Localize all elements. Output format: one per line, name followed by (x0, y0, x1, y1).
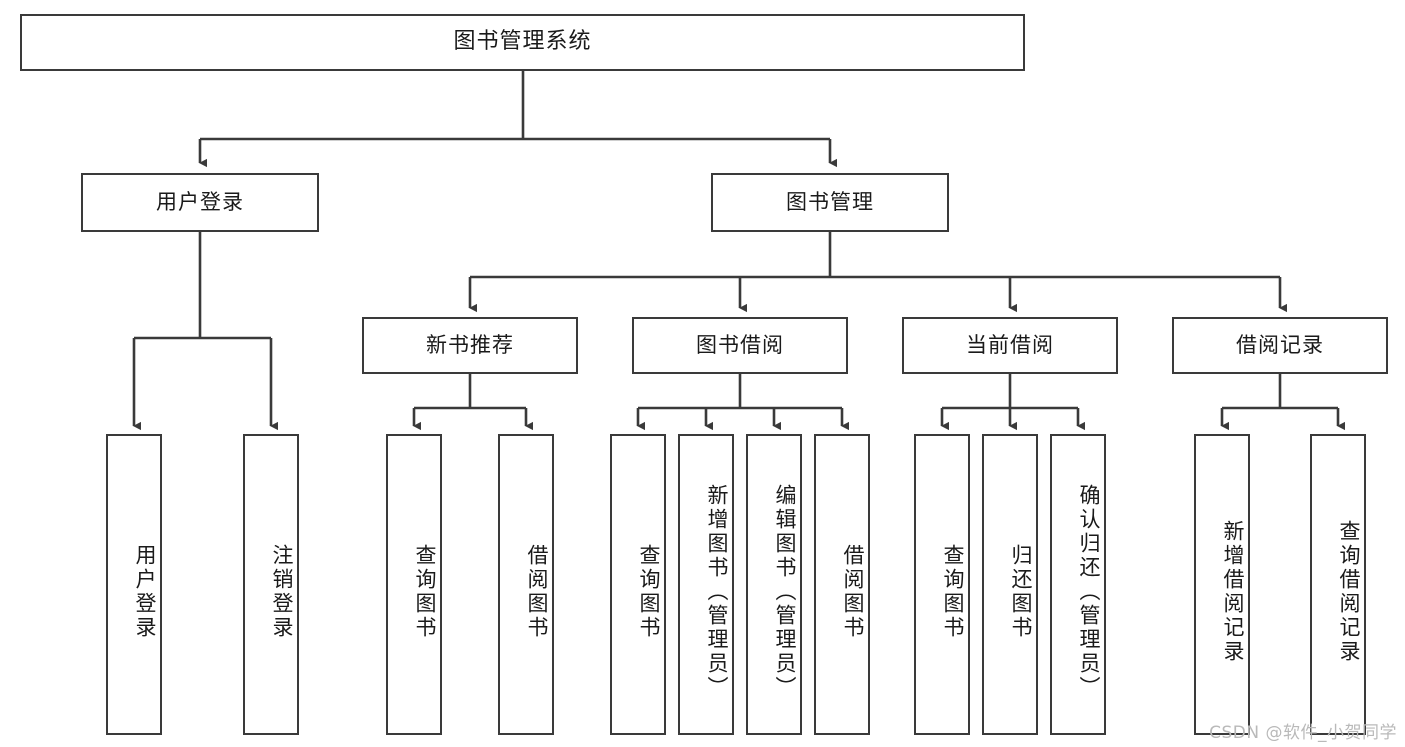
node-label: 新增图书（管理员） (705, 483, 729, 700)
node-leaf-confirm-return[interactable]: 确认归还（管理员） (1050, 434, 1106, 735)
node-label: 当前借阅 (966, 332, 1054, 357)
node-label: 查询借阅记录 (1337, 519, 1361, 664)
node-label: 借阅图书 (841, 543, 865, 640)
node-leaf-borrow-book-1[interactable]: 借阅图书 (498, 434, 554, 735)
node-label: 编辑图书（管理员） (773, 483, 797, 700)
node-user-login[interactable]: 用户登录 (81, 173, 319, 232)
node-borrow-record[interactable]: 借阅记录 (1172, 317, 1388, 374)
node-book-manage[interactable]: 图书管理 (711, 173, 949, 232)
node-label: 用户登录 (156, 189, 244, 214)
node-label: 借阅图书 (525, 543, 549, 640)
node-leaf-borrow-book-2[interactable]: 借阅图书 (814, 434, 870, 735)
node-label: 借阅记录 (1236, 332, 1324, 357)
node-leaf-query-record[interactable]: 查询借阅记录 (1310, 434, 1366, 735)
node-system-title[interactable]: 图书管理系统 (20, 14, 1025, 71)
node-new-book-recommend[interactable]: 新书推荐 (362, 317, 578, 374)
node-label: 注销登录 (270, 543, 294, 640)
node-label: 用户登录 (133, 543, 157, 640)
node-leaf-query-book-1[interactable]: 查询图书 (386, 434, 442, 735)
node-leaf-query-book-3[interactable]: 查询图书 (914, 434, 970, 735)
node-leaf-user-logout[interactable]: 注销登录 (243, 434, 299, 735)
node-label: 新增借阅记录 (1221, 519, 1245, 664)
node-label: 归还图书 (1009, 543, 1033, 640)
node-label: 查询图书 (637, 543, 661, 640)
node-label: 查询图书 (941, 543, 965, 640)
csdn-watermark: CSDN @软件_小贺同学 (1209, 723, 1397, 743)
node-label: 图书借阅 (696, 332, 784, 357)
node-leaf-user-login[interactable]: 用户登录 (106, 434, 162, 735)
node-leaf-return-book[interactable]: 归还图书 (982, 434, 1038, 735)
node-leaf-add-book[interactable]: 新增图书（管理员） (678, 434, 734, 735)
node-book-borrow[interactable]: 图书借阅 (632, 317, 848, 374)
node-label: 确认归还（管理员） (1077, 483, 1101, 700)
node-leaf-add-record[interactable]: 新增借阅记录 (1194, 434, 1250, 735)
node-leaf-query-book-2[interactable]: 查询图书 (610, 434, 666, 735)
node-label: 图书管理 (786, 189, 874, 214)
node-current-borrow[interactable]: 当前借阅 (902, 317, 1118, 374)
node-label: 查询图书 (413, 543, 437, 640)
node-label: 新书推荐 (426, 332, 514, 357)
node-leaf-edit-book[interactable]: 编辑图书（管理员） (746, 434, 802, 735)
node-label: 图书管理系统 (453, 29, 592, 55)
